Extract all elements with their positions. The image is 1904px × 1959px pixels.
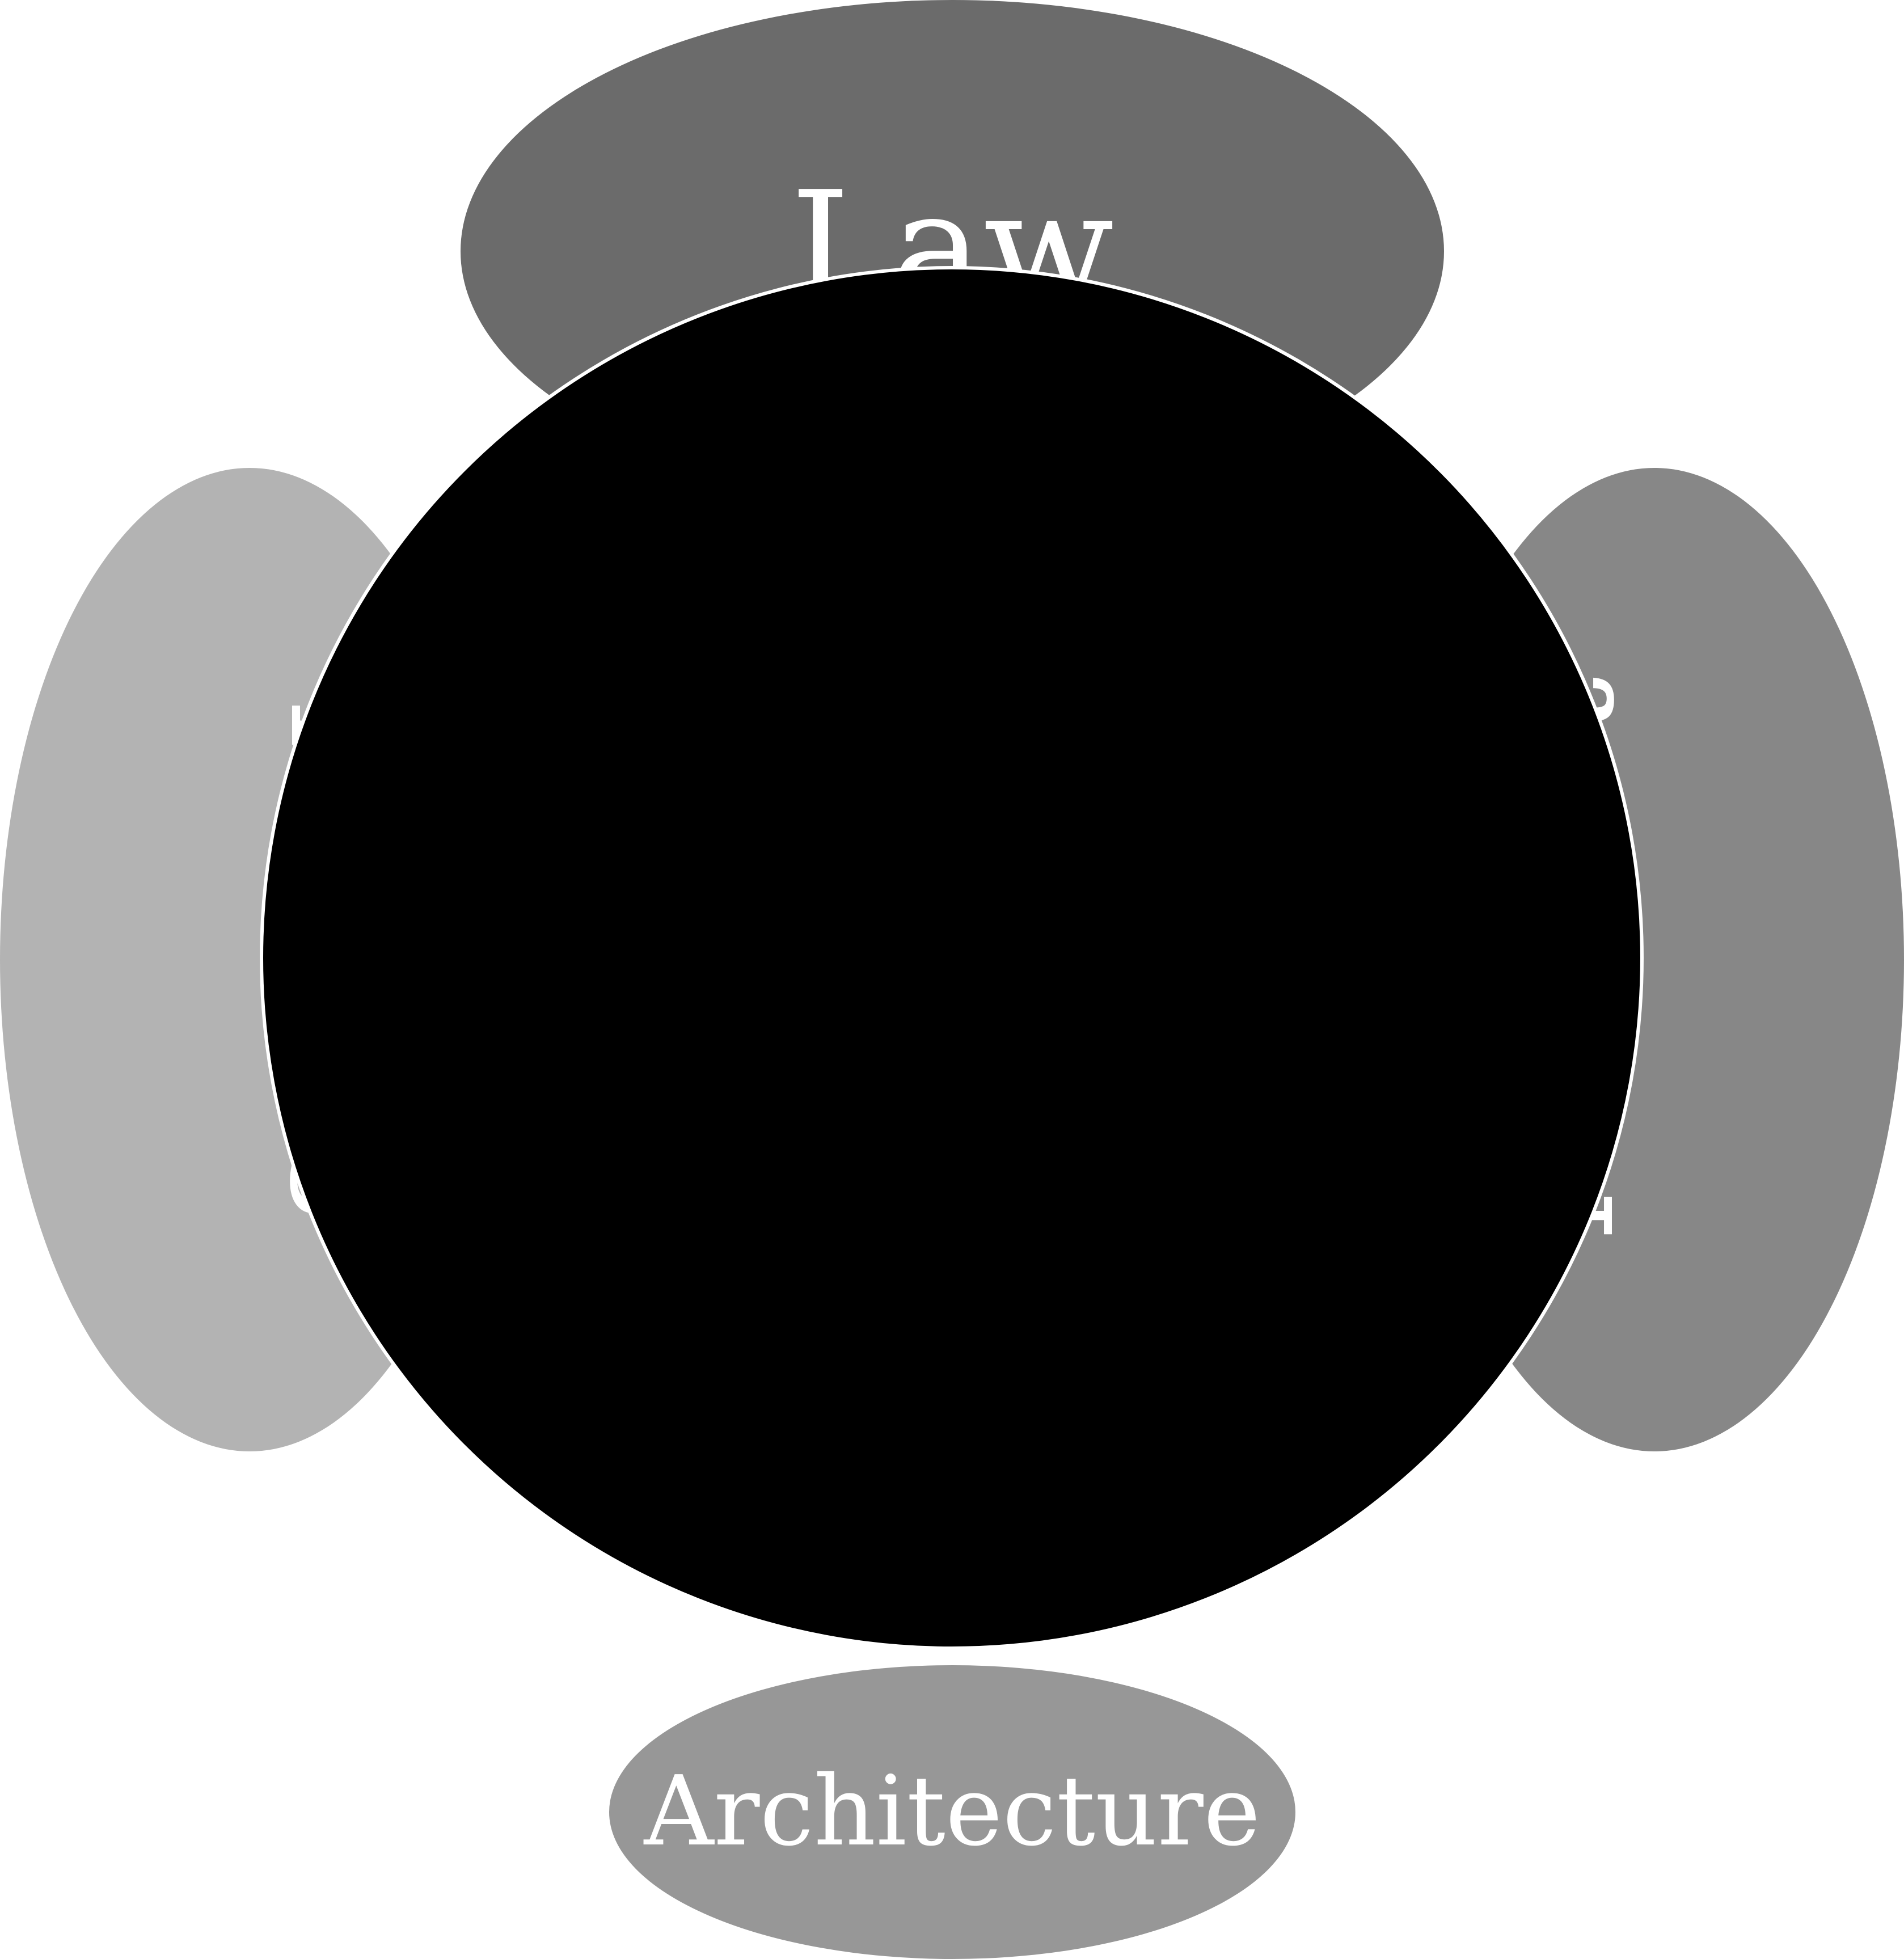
architecture-ellipse: [609, 1665, 1295, 1959]
center-circle: [260, 266, 1644, 1650]
architecture-label: Architecture: [644, 1755, 1261, 1868]
